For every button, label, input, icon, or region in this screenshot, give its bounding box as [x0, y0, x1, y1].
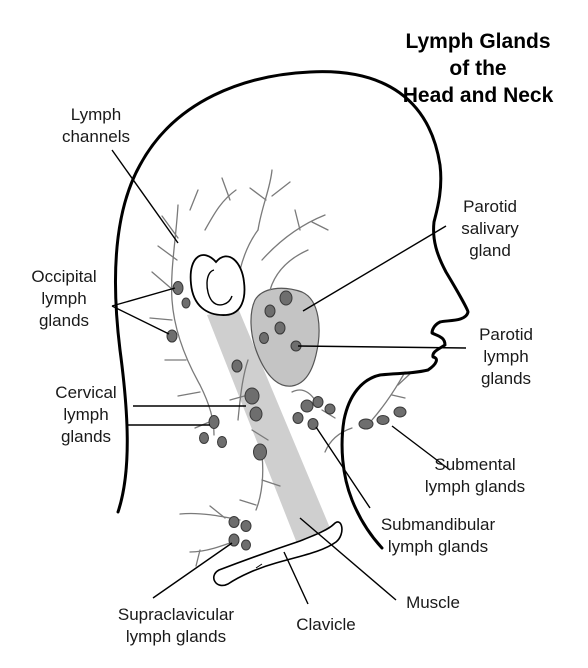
leader-clavicle: [284, 552, 308, 604]
label-parotid-salivary-gland: Parotid salivary gland: [440, 196, 540, 262]
leader-occipital-2: [112, 306, 169, 334]
title-line-1: Lymph Glands: [372, 28, 584, 55]
title-line-3: Head and Neck: [372, 82, 584, 109]
label-cervical-lymph-glands: Cervical lymph glands: [36, 382, 136, 448]
title-line-2: of the: [372, 55, 584, 82]
ear-outline: [191, 255, 245, 315]
diagram-title: Lymph Glands of the Head and Neck: [372, 28, 584, 109]
label-lymph-channels: Lymph channels: [46, 104, 146, 148]
leader-occipital-1: [112, 288, 175, 306]
label-supraclavicular-lymph-glands: Supraclavicular lymph glands: [96, 604, 256, 648]
clavicle-shape: [214, 522, 342, 585]
label-clavicle: Clavicle: [276, 614, 376, 636]
label-submandibular-lymph-glands: Submandibular lymph glands: [358, 514, 518, 558]
label-parotid-lymph-glands: Parotid lymph glands: [456, 324, 556, 390]
leader-parotid-salivary: [303, 226, 446, 311]
label-muscle: Muscle: [388, 592, 478, 614]
label-submental-lymph-glands: Submental lymph glands: [410, 454, 540, 498]
leader-lymph-channels: [112, 150, 178, 243]
label-occipital-lymph-glands: Occipital lymph glands: [14, 266, 114, 332]
